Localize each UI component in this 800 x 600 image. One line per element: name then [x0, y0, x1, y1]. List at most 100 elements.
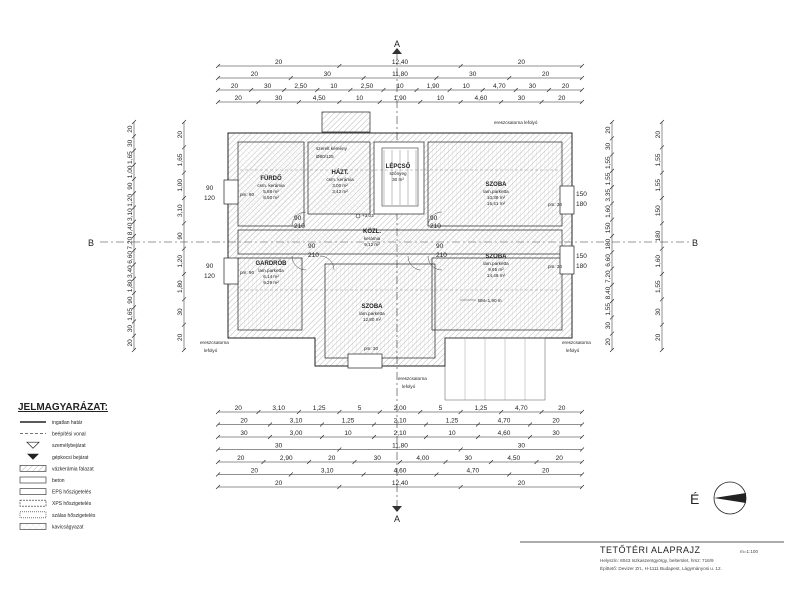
room-detail-7-1: 12,80 m² [363, 317, 382, 322]
door-210-d: 210 [436, 252, 447, 259]
door-210-c: 210 [308, 252, 319, 259]
dim-top-3-3: 10 [356, 95, 364, 102]
dim-bottom-0-1: 3,10 [272, 405, 285, 412]
dim-right-outer-7: 180 [605, 238, 612, 249]
dim-right-inner-2: 1,55 [655, 179, 662, 192]
dim-left-inner-3: 3,10 [177, 204, 184, 217]
pm-30-right-b: pm: 30 [548, 264, 562, 269]
bm-label: BM=1,90 m [478, 298, 502, 303]
dim-right-outer-2: 1,55 [605, 156, 612, 169]
dim-bottom-4-6: 4,50 [507, 455, 520, 462]
dim-bottom-4-0: 20 [237, 455, 245, 462]
window-left-lower [223, 257, 239, 285]
level-mark: +3,03 [362, 213, 374, 218]
dim-top-2-10: 20 [562, 83, 570, 90]
dim-right-outer-8: 6,60 [605, 254, 612, 267]
building-outline [223, 111, 575, 401]
drawing-title: TETŐTÉRI ALAPRAJZ [600, 545, 701, 555]
dim-right-inner-8: 20 [655, 333, 662, 341]
dim-top-2-3: 10 [330, 83, 338, 90]
dim-bottom-2-2: 10 [344, 430, 352, 437]
section-mark-a-top: A [394, 39, 400, 49]
dim-right-outer-9: 7,20 [605, 270, 612, 283]
dim-top-2-2: 2,50 [294, 83, 307, 90]
dim-bottom-5-1: 3,10 [321, 468, 334, 475]
dim-bottom-6-0: 20 [275, 480, 283, 487]
dim-bottom-4-2: 20 [328, 455, 336, 462]
right-dimension-lines: 20301,551,553,351,601501806,607,208,401,… [605, 119, 665, 353]
legend-label-9: kavicságyazat [52, 524, 84, 530]
room-name-0: FÜRDŐ [260, 175, 282, 182]
dim-left-outer-9: 6,60 [127, 251, 134, 264]
door-210-a: 210 [294, 223, 305, 230]
legend-symbol-2 [26, 441, 40, 449]
legend-label-6: EPS hőszigetelés [52, 490, 92, 496]
dim-top-3-6: 4,60 [475, 95, 488, 102]
dim-left-inner-6: 1,80 [177, 280, 184, 293]
dim-top-3-8: 20 [558, 95, 566, 102]
dim-left-inner-0: 20 [177, 131, 184, 139]
door-90-c: 90 [308, 243, 316, 250]
dim-bottom-1-3: 2,10 [394, 418, 407, 425]
dim-left-outer-11: 1,80 [127, 279, 134, 292]
legend-symbol-8 [19, 511, 47, 519]
dim-left-inner-4: 90 [177, 232, 184, 240]
dim-top-2-0: 20 [231, 83, 239, 90]
dim-left-outer-15: 20 [127, 339, 134, 347]
dim-top-3-4: 1,90 [394, 95, 407, 102]
annotations: szerelt kémény Ø80/125 +3,03 BM=1,90 m e… [200, 120, 591, 389]
dim-top-3-5: 10 [437, 95, 445, 102]
dim-bottom-3-1: 11,80 [392, 443, 408, 450]
gutter-right-2: lefolyó [566, 348, 580, 353]
dim-top-0-1: 12,40 [392, 59, 409, 66]
dim-bottom-5-3: 4,70 [466, 468, 479, 475]
dim-top-2-1: 30 [264, 83, 272, 90]
room-detail-3-1: 10,38 m² [487, 195, 506, 200]
room-detail-4-1: 9,12 m² [364, 242, 380, 247]
room-detail-3-0: lam.parketta [483, 189, 509, 194]
room-detail-4-0: kerámia [364, 236, 381, 241]
legend-symbol-9 [19, 523, 47, 530]
dim-left-outer-6: 3,10 [127, 208, 134, 221]
dim-left-outer-13: 1,65 [127, 308, 134, 321]
dim-right-outer-4: 3,35 [605, 189, 612, 202]
dim-bottom-4-4: 4,00 [416, 455, 429, 462]
dim-bottom-2-6: 30 [552, 430, 560, 437]
dim-right-inner-1: 1,55 [655, 153, 662, 166]
gutter-left-1: ereszcsatorna [200, 340, 229, 345]
room-detail-0-1: 5,88 m² [263, 189, 279, 194]
dim-top-2-4: 2,50 [361, 83, 374, 90]
dim-left-inner-1: 1,65 [177, 153, 184, 166]
north-arrow: É [690, 481, 747, 515]
pm-30-bottom: pm: 30 [364, 346, 378, 351]
gutter-right-1: ereszcsatorna [562, 340, 591, 345]
dim-left-outer-10: 3,40 [127, 265, 134, 278]
dim-top-1-2: 11,80 [392, 71, 408, 78]
dim-bottom-0-7: 4,70 [515, 405, 528, 412]
dim-left-outer-0: 20 [127, 125, 134, 133]
terrace-area [444, 337, 546, 401]
room-detail-6-2: 14,49 m² [487, 273, 506, 278]
dim-left-outer-14: 30 [127, 325, 134, 333]
dim-bottom-0-5: 5 [439, 405, 443, 412]
dim-right-outer-13: 20 [605, 338, 612, 346]
win-left-b-top: 90 [206, 263, 214, 270]
dim-left-outer-1: 30 [127, 139, 134, 147]
dim-bottom-0-3: 5 [358, 405, 362, 412]
dim-right-outer-10: 8,40 [605, 286, 612, 299]
dim-bottom-5-4: 20 [542, 468, 550, 475]
window-left-upper [223, 179, 239, 205]
legend-symbol-5 [19, 476, 47, 484]
room-name-6: SZOBA [486, 254, 508, 260]
dim-left-outer-4: 90 [127, 182, 134, 190]
dim-left-outer-7: 8,40 [127, 222, 134, 235]
pm-90-left: pm: 90 [240, 192, 254, 197]
dim-right-outer-0: 20 [605, 126, 612, 134]
room-name-1: HÁZT. [332, 169, 349, 176]
dim-top-2-8: 4,70 [493, 83, 506, 90]
dim-right-outer-12: 30 [605, 322, 612, 330]
win-left-b-bot: 120 [204, 273, 215, 280]
dim-bottom-4-7: 20 [556, 455, 564, 462]
